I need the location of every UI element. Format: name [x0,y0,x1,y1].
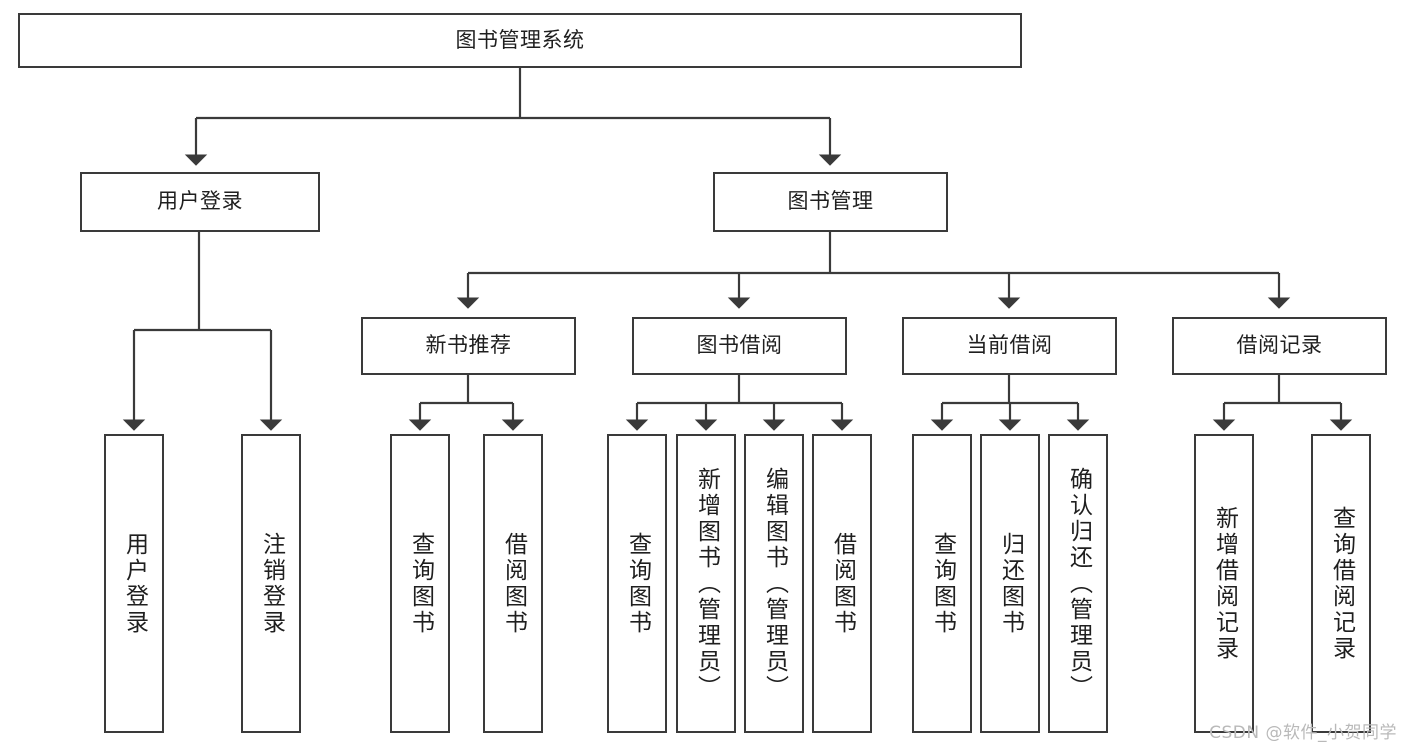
node-label: 注销登录 [258,531,285,636]
node-root-system[interactable]: 图书管理系统 [18,13,1022,68]
leaf-borrow-record-search[interactable]: 查询借阅记录 [1311,434,1371,733]
node-label: 借阅记录 [1236,333,1323,358]
leaf-book-borrow-borrow[interactable]: 借阅图书 [812,434,872,733]
node-label: 查询图书 [407,531,434,636]
leaf-user-login-signin[interactable]: 用户登录 [104,434,164,733]
node-label: 新增借阅记录 [1211,505,1238,662]
leaf-user-login-signout[interactable]: 注销登录 [241,434,301,733]
leaf-new-book-search[interactable]: 查询图书 [390,434,450,733]
leaf-book-borrow-search[interactable]: 查询图书 [607,434,667,733]
leaf-new-book-borrow[interactable]: 借阅图书 [483,434,543,733]
node-label: 图书管理系统 [455,27,585,52]
watermark: CSDN @软件_小贺同学 [1209,723,1397,743]
leaf-book-borrow-edit[interactable]: 编辑图书（管理员） [744,434,804,733]
node-book-management[interactable]: 图书管理 [713,172,948,232]
node-current-borrow[interactable]: 当前借阅 [902,317,1117,375]
node-label: 当前借阅 [966,333,1053,358]
node-label: 借阅图书 [829,531,856,636]
leaf-current-borrow-return[interactable]: 归还图书 [980,434,1040,733]
node-label: 用户登录 [121,531,148,636]
node-label: 用户登录 [157,189,243,214]
node-label: 新增图书（管理员） [693,466,720,701]
node-new-book-recommend[interactable]: 新书推荐 [361,317,576,375]
node-label: 图书管理 [787,189,874,214]
leaf-current-borrow-confirm[interactable]: 确认归还（管理员） [1048,434,1108,733]
node-label: 归还图书 [997,531,1024,636]
leaf-current-borrow-search[interactable]: 查询图书 [912,434,972,733]
leaf-book-borrow-add[interactable]: 新增图书（管理员） [676,434,736,733]
node-label: 编辑图书（管理员） [761,466,788,701]
node-label: 确认归还（管理员） [1065,466,1092,701]
node-label: 查询图书 [929,531,956,636]
leaf-borrow-record-add[interactable]: 新增借阅记录 [1194,434,1254,733]
node-book-borrow[interactable]: 图书借阅 [632,317,847,375]
node-label: 查询图书 [624,531,651,636]
node-label: 图书借阅 [696,333,783,358]
node-borrow-record[interactable]: 借阅记录 [1172,317,1387,375]
node-user-login[interactable]: 用户登录 [80,172,320,232]
node-label: 新书推荐 [425,333,512,358]
node-label: 借阅图书 [500,531,527,636]
node-label: 查询借阅记录 [1328,505,1355,662]
